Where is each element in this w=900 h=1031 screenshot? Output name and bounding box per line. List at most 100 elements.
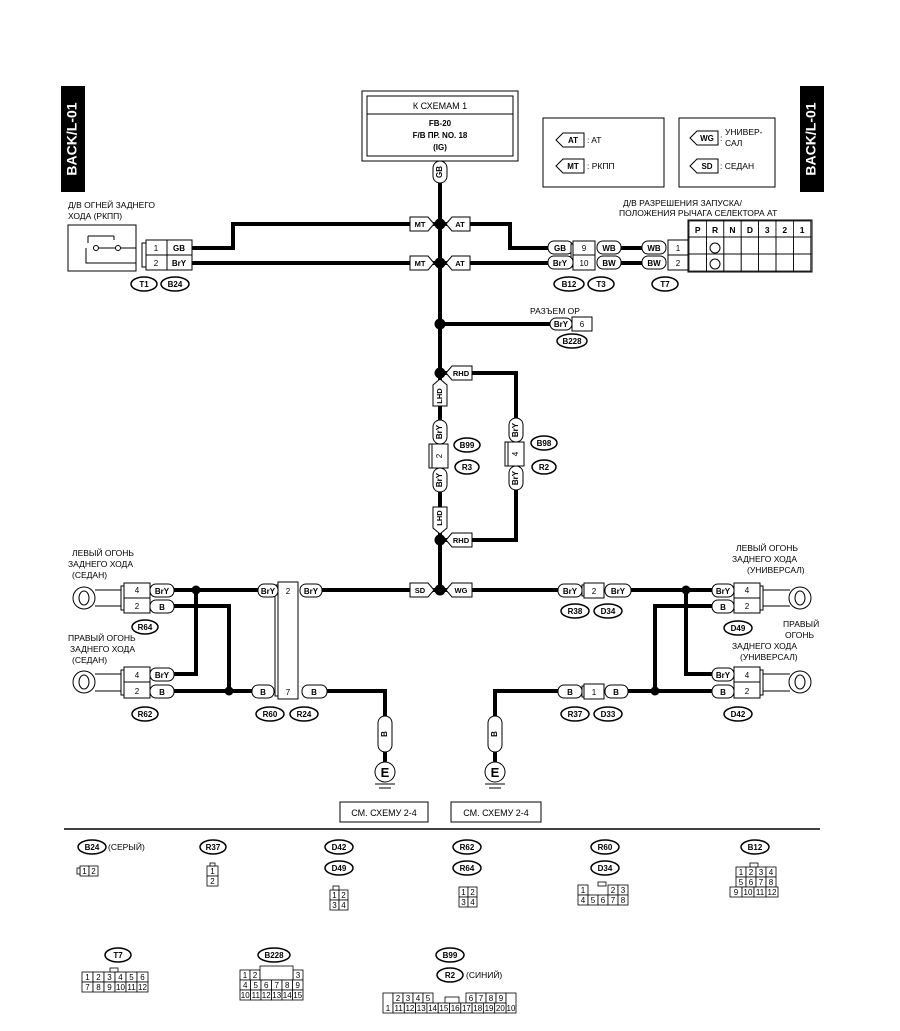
pin-number: 11 <box>127 983 136 992</box>
pin-number: 4 <box>769 868 774 877</box>
pin-number: 10 <box>507 1004 516 1013</box>
pin-number: 8 <box>285 981 290 990</box>
legend-left: AT : AT MT : РКПП <box>542 117 665 188</box>
pin-number: 17 <box>462 1004 471 1013</box>
pin-number: 1 <box>210 867 215 876</box>
legend-right: WG : УНИВЕР- САЛ SD : СЕДАН <box>678 117 776 188</box>
svg-text:ОГОНЬ: ОГОНЬ <box>785 630 814 640</box>
svg-text:B: B <box>490 731 499 737</box>
conn-t7: T7 <box>660 280 670 289</box>
svg-text:6: 6 <box>580 320 585 329</box>
pin-cell <box>292 989 304 1001</box>
pin-number: 1 <box>581 886 586 895</box>
junction-tags: MT AT MT AT RHD LHD LHD RHD SD WG <box>409 216 473 598</box>
pin-number: 13 <box>272 991 281 1000</box>
pin-number: 9 <box>107 983 112 992</box>
pin-number: 10 <box>116 983 125 992</box>
svg-text:D42: D42 <box>332 843 347 852</box>
svg-text:2: 2 <box>745 602 750 611</box>
switch-mt: Д/В ОГНЕЙ ЗАДНЕГО ХОДА (РКПП) 1 GB 2 BrY… <box>67 199 193 292</box>
svg-text:BrY: BrY <box>304 587 319 596</box>
pin-number: 6 <box>749 878 754 887</box>
pin-number: 2 <box>749 868 754 877</box>
pin-number: 5 <box>591 896 596 905</box>
conn-t3: T3 <box>596 280 606 289</box>
conn-d33: D33 <box>601 710 616 719</box>
svg-text:R2: R2 <box>445 971 456 980</box>
svg-text:2: 2 <box>745 687 750 696</box>
svg-text:BrY: BrY <box>155 587 170 596</box>
pin-number: 2 <box>91 867 96 876</box>
svg-text:BW: BW <box>602 259 616 268</box>
pin-number: 14 <box>283 991 292 1000</box>
svg-text:2: 2 <box>286 587 291 596</box>
pin-number: 12 <box>405 1004 414 1013</box>
pin-number: 8 <box>96 983 101 992</box>
lamp-left-wagon: ЛЕВЫЙ ОГОНЬ ЗАДНЕГО ХОДА (УНИВЕРСАЛ) BrY… <box>711 542 812 636</box>
svg-text:B99: B99 <box>443 951 458 960</box>
connector-latch <box>597 881 607 887</box>
svg-text:B228: B228 <box>264 951 284 960</box>
pin-number: 3 <box>759 868 764 877</box>
pin-number: 12 <box>768 888 777 897</box>
svg-text:(УНИВЕРСАЛ): (УНИВЕРСАЛ) <box>747 565 805 575</box>
lamp-right-wagon: ПРАВЫЙ ОГОНЬ ЗАДНЕГО ХОДА (УНИВЕРСАЛ) Br… <box>711 618 819 722</box>
svg-text:BrY: BrY <box>155 671 170 680</box>
vertical-connector-left: BrY 2 BrY B99 R3 <box>428 419 481 493</box>
wire-tag-gb-top: GB <box>432 160 448 184</box>
pin-number: 15 <box>293 991 302 1000</box>
pin-number: 3 <box>332 901 337 910</box>
svg-text:(УНИВЕРСАЛ): (УНИВЕРСАЛ) <box>740 652 798 662</box>
pin-number: 11 <box>252 991 261 1000</box>
svg-text:B: B <box>380 731 389 737</box>
pin-number: 4 <box>341 901 346 910</box>
pin-number: 13 <box>417 1004 426 1013</box>
pin-cell <box>494 1002 507 1014</box>
svg-text:E: E <box>381 765 390 780</box>
pin-number: 3 <box>296 971 301 980</box>
connector-view-r37: R37 12 <box>199 839 227 887</box>
svg-text:BACK/L-01: BACK/L-01 <box>64 102 80 175</box>
pin-number: 3 <box>107 973 112 982</box>
pin-number: 7 <box>275 981 280 990</box>
svg-text:4: 4 <box>511 451 520 456</box>
pin-number: 20 <box>496 1004 505 1013</box>
pin-number: 4 <box>243 981 248 990</box>
conn-r3: R3 <box>462 463 473 472</box>
svg-text:4: 4 <box>135 671 140 680</box>
svg-text:BrY: BrY <box>553 259 568 268</box>
legend-wg-label-2: САЛ <box>725 138 742 148</box>
svg-text:ЛЕВЫЙ ОГОНЬ: ЛЕВЫЙ ОГОНЬ <box>736 542 798 553</box>
op-title: РАЗЪЕМ ОР <box>530 306 580 316</box>
svg-text:4: 4 <box>745 586 750 595</box>
svg-text:GB: GB <box>554 244 566 253</box>
conn-b12: B12 <box>562 280 577 289</box>
legend-mt-tag: MT <box>567 162 579 171</box>
conn-d42: D42 <box>731 710 746 719</box>
conn-r2: R2 <box>539 463 550 472</box>
conn-r24: R24 <box>297 710 312 719</box>
svg-text:B: B <box>260 688 266 697</box>
selector-position-label: P <box>695 225 701 235</box>
svg-text:BrY: BrY <box>563 587 578 596</box>
pin-number: 2 <box>253 971 258 980</box>
pin-number: 9 <box>296 981 301 990</box>
switch-mt-title-2: ХОДА (РКПП) <box>68 211 122 221</box>
conn-r64: R64 <box>138 623 153 632</box>
top-reference-box: К СХЕМАМ 1 FB-20 F/B ПР. NO. 18 (IG) <box>361 90 519 162</box>
pin-number: 16 <box>451 1004 460 1013</box>
tag-rhd-2: RHD <box>453 536 470 545</box>
svg-text:ЗАДНЕГО ХОДА: ЗАДНЕГО ХОДА <box>70 644 135 654</box>
inhibitor-switch: Д/В РАЗРЕШЕНИЯ ЗАПУСКА/ ПОЛОЖЕНИЯ РЫЧАГА… <box>619 198 813 292</box>
svg-text:ПРАВЫЙ: ПРАВЫЙ <box>783 618 819 629</box>
svg-text:BrY: BrY <box>435 424 444 439</box>
conn-r38: R38 <box>568 607 583 616</box>
pin-number: 10 <box>241 991 250 1000</box>
pin-number: 3 <box>461 898 466 907</box>
pin-number: 4 <box>416 994 421 1003</box>
pin-number: 7 <box>611 896 616 905</box>
lamp-left-sedan: ЛЕВЫЙ ОГОНЬ ЗАДНЕГО ХОДА (СЕДАН) 4 2 BrY… <box>68 547 175 635</box>
